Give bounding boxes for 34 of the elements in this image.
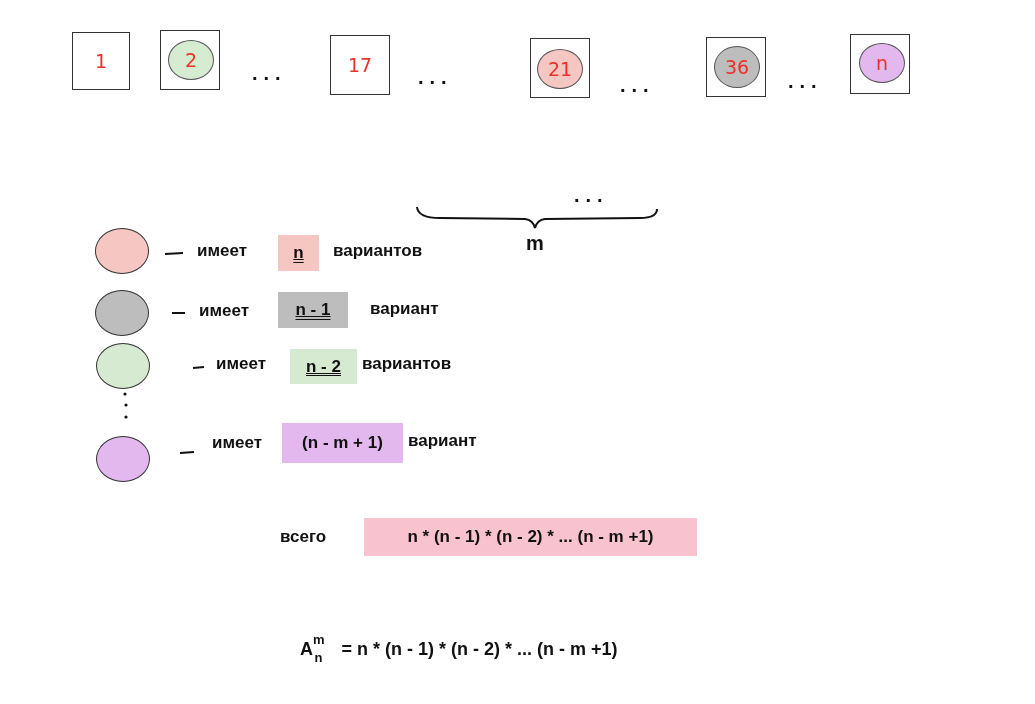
color-circle xyxy=(96,343,150,389)
highlighted-formula: n * (n - 1) * (n - 2) * ... (n - m +1) xyxy=(364,518,697,556)
text-label: вариантов xyxy=(333,241,423,261)
highlighted-term: (n - m + 1) xyxy=(282,423,403,463)
text-label: вариантов xyxy=(362,354,452,374)
number-card: 17 xyxy=(330,35,390,95)
variable-label: m xyxy=(526,232,544,255)
text-label: вариант xyxy=(370,299,439,319)
number-circle: 36 xyxy=(714,46,760,88)
text-label: имеет xyxy=(216,354,267,374)
color-circle xyxy=(96,436,150,482)
ellipsis: ... xyxy=(788,70,823,93)
ellipsis: ... xyxy=(252,62,287,85)
number-circle: 2 xyxy=(168,40,214,80)
highlighted-term: n xyxy=(278,235,319,271)
square-frame xyxy=(850,34,910,94)
text-label: имеет xyxy=(212,433,263,453)
text-label: имеет xyxy=(199,301,250,321)
number-card: 1 xyxy=(72,32,130,90)
highlighted-term: n - 2 xyxy=(290,349,357,384)
ellipsis: ... xyxy=(574,184,609,207)
number-circle: 21 xyxy=(537,49,583,89)
square-frame xyxy=(530,38,590,98)
ellipsis: ... xyxy=(418,66,453,89)
square-frame xyxy=(160,30,220,90)
text-label: имеет xyxy=(197,241,248,261)
color-circle xyxy=(95,228,149,274)
square-frame xyxy=(706,37,766,97)
number-circle: n xyxy=(859,43,905,83)
highlighted-term: n - 1 xyxy=(278,292,348,328)
color-circle xyxy=(95,290,149,336)
text-label: всего xyxy=(280,527,327,547)
text-label: вариант xyxy=(408,431,477,451)
ellipsis: ... xyxy=(620,74,655,97)
